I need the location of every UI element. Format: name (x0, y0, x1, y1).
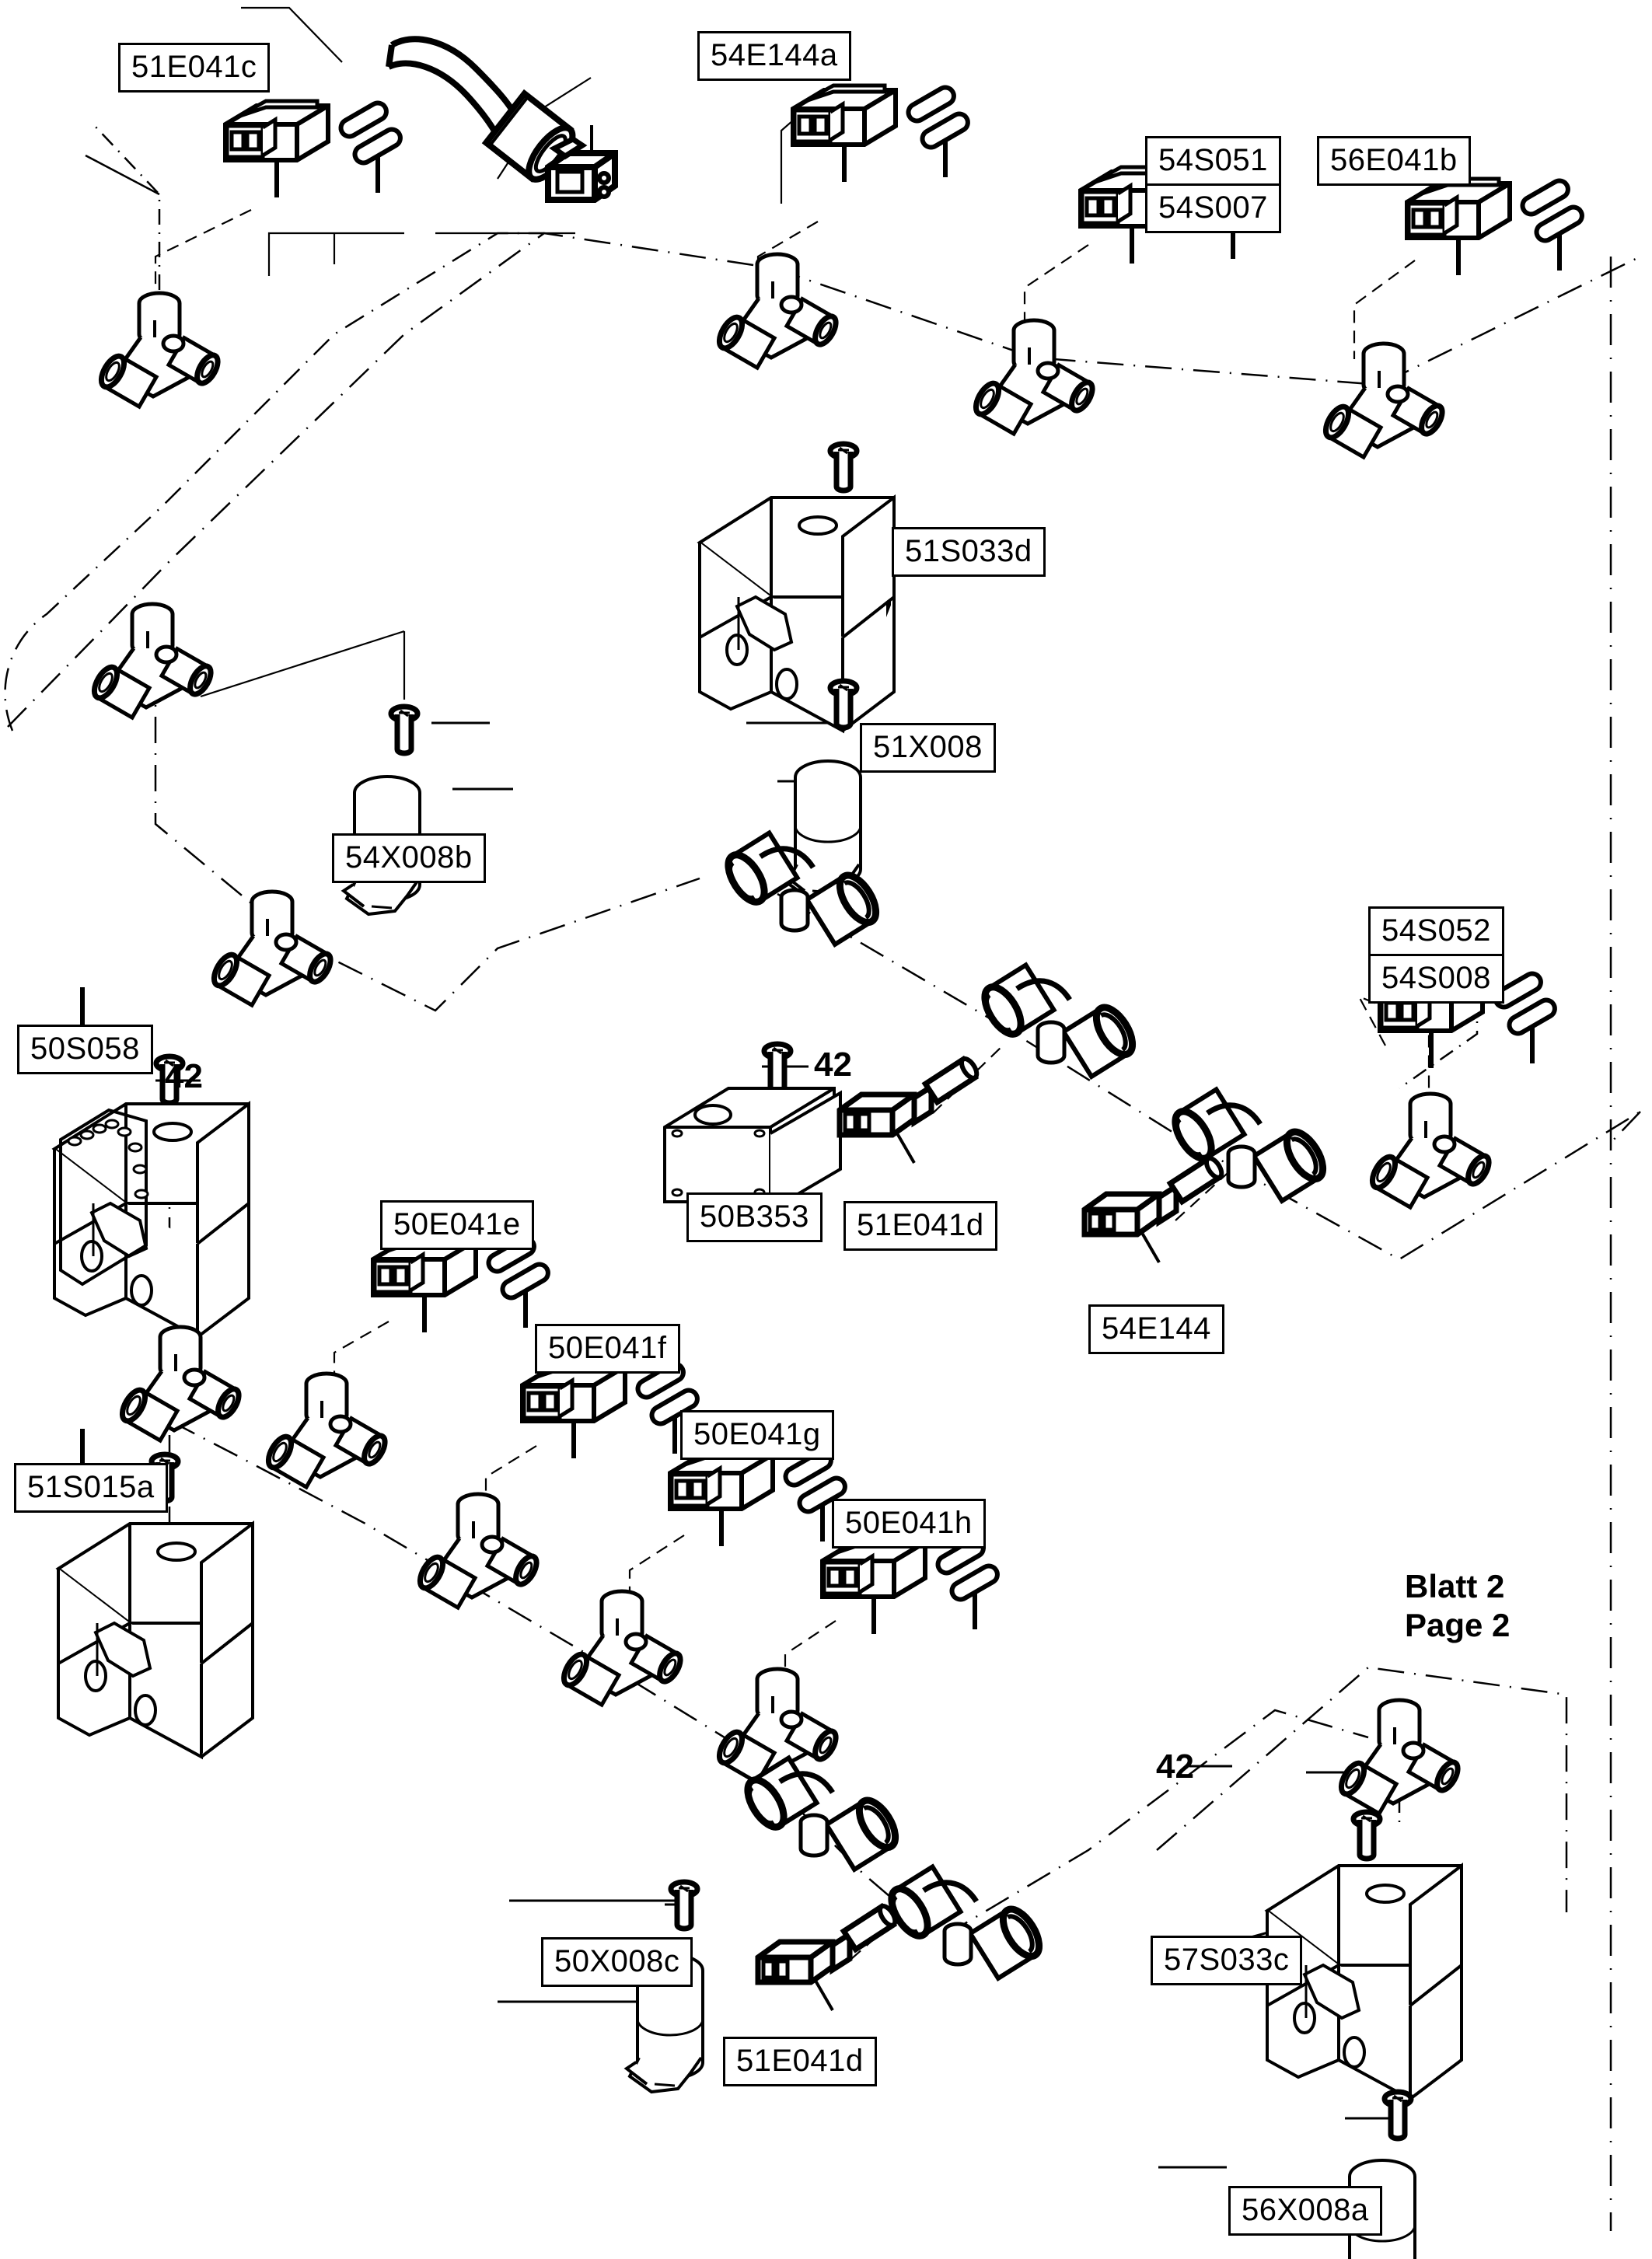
callout-51S033d[interactable]: 51S033d (892, 527, 1046, 577)
callout-row: 54S052 (1371, 909, 1502, 956)
callout-text: 50E041e (393, 1207, 521, 1241)
callout-row: 54S008 (1381, 961, 1491, 995)
page-note-line-en: Page 2 (1405, 1606, 1511, 1643)
callout-text: 50X008c (554, 1944, 680, 1978)
callout-51E041c[interactable]: 51E041c (118, 43, 271, 93)
callout-row: 54S051 (1147, 138, 1279, 186)
callout-text: 54E144 (1102, 1311, 1211, 1346)
callout-50E041h[interactable]: 50E041h (832, 1499, 986, 1548)
callout-text: 51E041c (131, 50, 257, 84)
callout-text: 57S033c (1164, 1943, 1290, 1977)
callout-50S058[interactable]: 50S058 (17, 1025, 153, 1074)
page-reference-note: Blatt 2 Page 2 (1405, 1567, 1510, 1644)
callout-50B353[interactable]: 50B353 (686, 1192, 823, 1242)
callout-56X008a[interactable]: 56X008a (1228, 2186, 1382, 2236)
callout-54S051-54S007[interactable]: 54S051 54S007 (1145, 136, 1281, 233)
callout-text: 51S033d (905, 534, 1032, 568)
callout-text: 56E041b (1330, 143, 1458, 177)
callout-text: 51S015a (27, 1470, 155, 1504)
callout-text: 54X008b (345, 840, 473, 875)
callout-50E041g[interactable]: 50E041g (680, 1410, 834, 1460)
callout-51X008[interactable]: 51X008 (860, 723, 996, 773)
callout-text: 54E144a (711, 38, 838, 72)
callout-51E041d[interactable]: 51E041d (843, 1201, 997, 1251)
callout-54E144a[interactable]: 54E144a (697, 31, 851, 81)
callout-text: 50E041f (548, 1331, 667, 1365)
callout-51S015a[interactable]: 51S015a (14, 1463, 168, 1513)
callout-50X008c[interactable]: 50X008c (541, 1937, 693, 1987)
callout-text: 51E041d (857, 1208, 984, 1242)
page-note-line-de: Blatt 2 (1405, 1568, 1505, 1604)
callout-text: 50E041g (693, 1417, 821, 1451)
callout-text: 56X008a (1242, 2193, 1369, 2227)
qty-label-42-57S033c: 42 (1156, 1747, 1194, 1786)
callout-50E041f[interactable]: 50E041f (535, 1324, 680, 1374)
callout-text: 50B353 (700, 1199, 809, 1234)
callout-51E041d-lower[interactable]: 51E041d (723, 2037, 877, 2086)
callout-text: 51E041d (736, 2044, 864, 2078)
callout-54X008b[interactable]: 54X008b (332, 833, 486, 883)
callout-text: 50S058 (30, 1032, 140, 1066)
qty-label-42-50S058: 42 (165, 1057, 203, 1095)
callout-text: 50E041h (845, 1506, 973, 1540)
callout-54E144[interactable]: 54E144 (1088, 1304, 1224, 1354)
callout-text: 51X008 (873, 730, 983, 764)
callout-57S033c[interactable]: 57S033c (1151, 1936, 1303, 1985)
callout-56E041b[interactable]: 56E041b (1317, 136, 1471, 186)
callout-row: 54S007 (1158, 190, 1268, 225)
callout-50E041e[interactable]: 50E041e (380, 1200, 534, 1250)
callout-54S052-54S008[interactable]: 54S052 54S008 (1368, 906, 1504, 1004)
qty-label-42-50B353: 42 (814, 1046, 852, 1084)
